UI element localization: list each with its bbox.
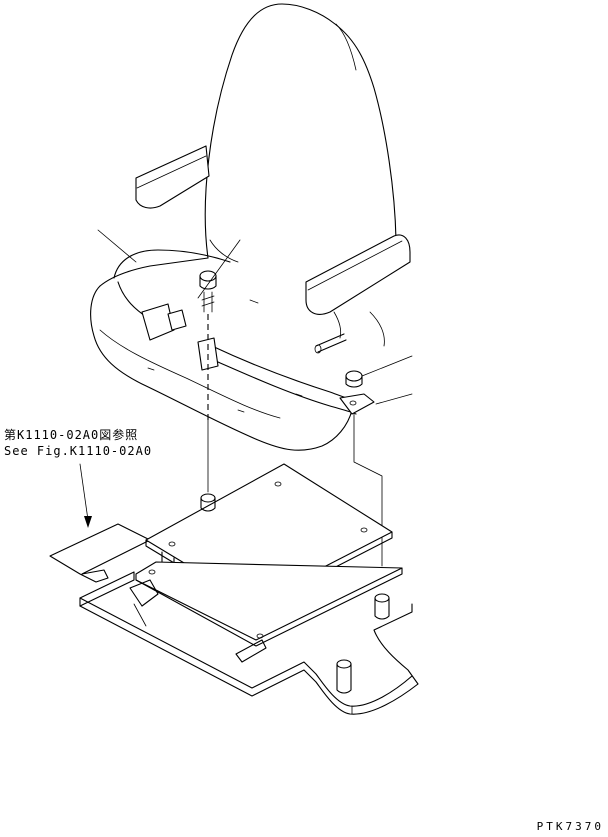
leader-lines <box>97 229 413 405</box>
mounting-lines <box>207 314 383 567</box>
figure-reference-japanese: 第K1110-02A0図参照 <box>4 428 139 442</box>
figure-reference-english: See Fig.K1110-02A0 <box>4 444 153 458</box>
left-armrest <box>135 145 210 209</box>
slide-rail <box>129 561 403 663</box>
floor-plate <box>49 523 419 715</box>
right-armrest <box>305 234 411 347</box>
seat-cushion <box>90 257 353 451</box>
drawing-code: PTK7370 <box>536 820 604 833</box>
mounting-bolts <box>200 493 390 694</box>
seat-back <box>204 3 397 271</box>
reference-arrow <box>79 463 92 528</box>
